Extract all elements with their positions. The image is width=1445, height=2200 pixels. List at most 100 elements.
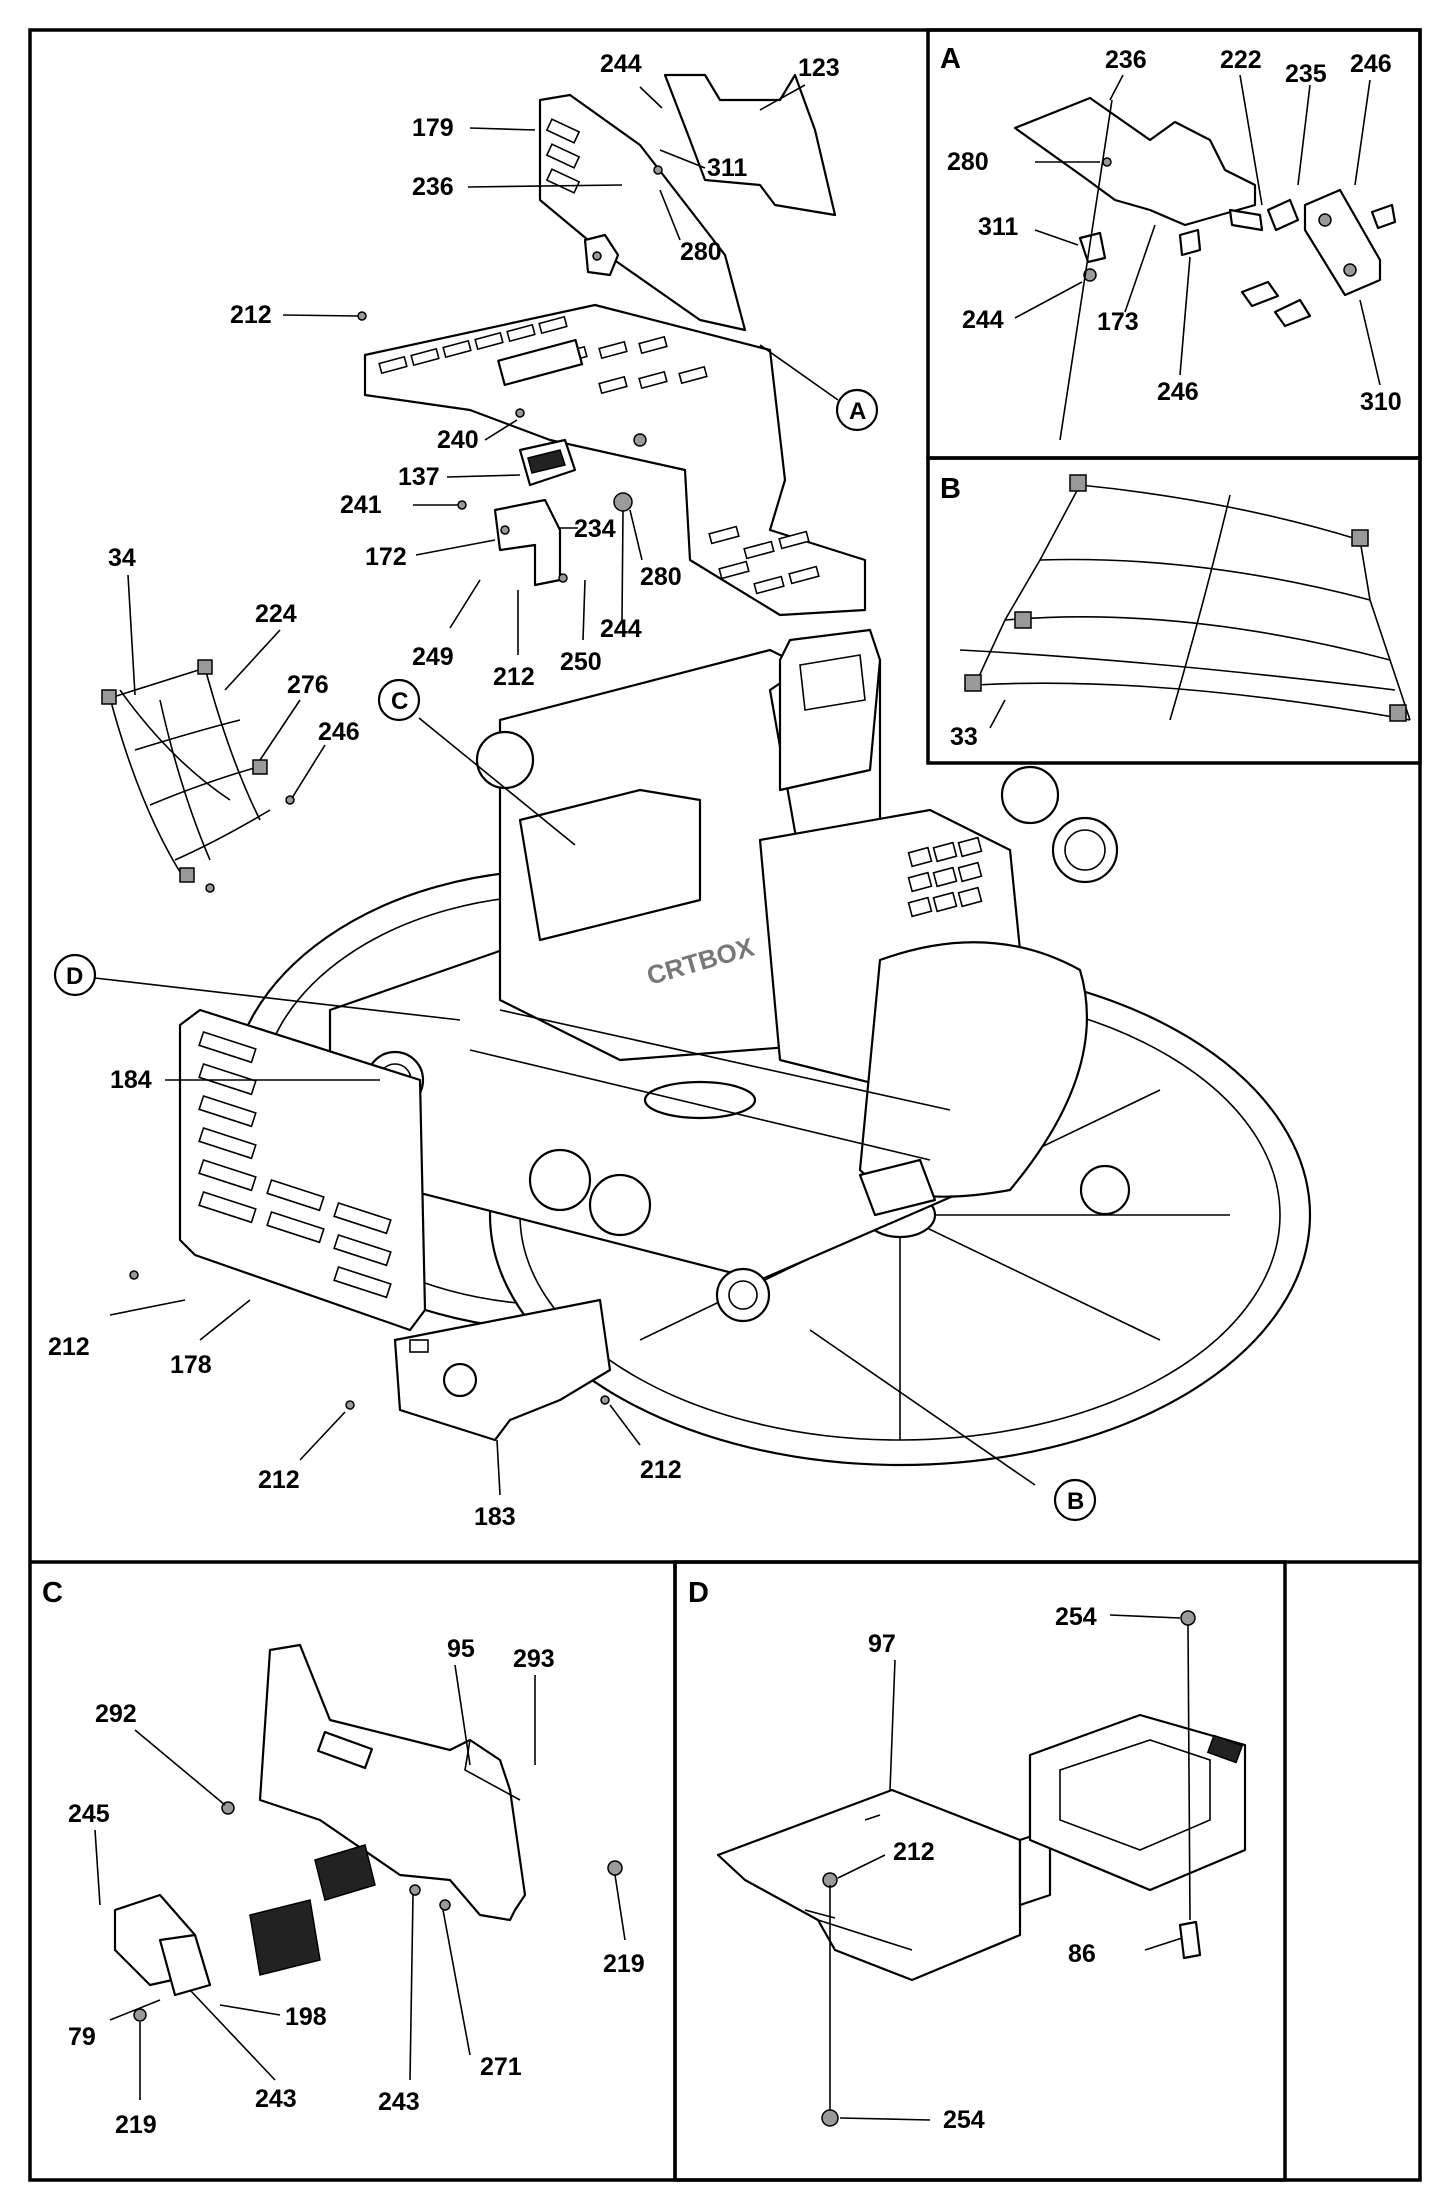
c-label-293: 293 [513,1645,555,1673]
panel-a-labels: 236 222 235 246 280 311 244 173 246 310 [947,46,1402,416]
mount-86 [1178,1920,1202,1960]
label-280-mid: 280 [640,563,682,591]
floor-frame-main [363,303,867,617]
front-grille-panel-178 [178,1008,427,1332]
svg-text:C: C [391,688,408,715]
label-236: 236 [412,173,454,201]
d-label-212: 212 [893,1838,935,1866]
c-label-243-right: 243 [378,2088,420,2116]
panel-d-frame [673,1560,1287,2182]
work-light [1079,1164,1131,1216]
bracket-79 [158,1933,212,1997]
lower-front-panel-183 [393,1298,612,1442]
panel-c-title: C [42,1577,63,1609]
panel-a-drawing [1013,74,1397,441]
callout-d[interactable]: D [53,953,97,997]
svg-text:B: B [1067,1488,1084,1515]
a-label-246-top: 246 [1350,50,1392,78]
label-246: 246 [318,718,360,746]
label-137: 137 [398,463,440,491]
label-244-top: 244 [600,50,642,78]
controller-module [1028,1713,1247,1892]
label-311: 311 [707,154,747,182]
label-240: 240 [437,426,479,454]
d-label-97: 97 [868,1630,896,1658]
a-label-246-bottom: 246 [1157,378,1199,406]
main-leaders [94,84,1036,1496]
c-label-243-left: 243 [255,2085,297,2113]
label-212-mid: 212 [493,663,535,691]
connector-upper [314,1844,376,1901]
label-224: 224 [255,600,297,628]
a-label-244: 244 [962,306,1004,334]
label-123: 123 [798,54,840,82]
panel-b-frame [926,456,1422,765]
c-label-245: 245 [68,1800,110,1828]
label-276: 276 [287,671,329,699]
a-label-280: 280 [947,148,989,176]
grille [907,836,983,918]
pedal-assembly-137 [518,438,577,487]
label-212-bottom-left: 212 [258,1466,300,1494]
d-label-86: 86 [1068,1940,1096,1968]
small-bracket [583,233,620,277]
label-234: 234 [574,515,616,543]
mounting-plate-97 [716,1788,1022,1982]
panel-a-title: A [940,43,961,75]
label-241: 241 [340,491,382,519]
seat [778,628,882,792]
trowel-machine: CRTBOX [228,628,1312,1467]
d-label-254-bottom: 254 [943,2106,985,2134]
panel-c-labels: 95 293 292 245 219 198 79 243 271 243 21… [68,1635,645,2139]
label-179: 179 [412,114,454,142]
panel-d-title: D [688,1577,709,1609]
svg-text:D: D [66,963,83,990]
a-label-236: 236 [1105,46,1147,74]
label-212-left: 212 [48,1333,90,1361]
a-label-222: 222 [1220,46,1262,74]
a-label-311: 311 [978,213,1018,241]
floor-slots [378,315,820,595]
spacer-244 [613,492,633,512]
label-244-mid: 244 [600,615,642,643]
label-184: 184 [110,1066,152,1094]
c-label-219-bottom: 219 [115,2111,157,2139]
connector-lower [249,1899,321,1976]
label-172: 172 [365,543,407,571]
label-280-top: 280 [680,238,722,266]
c-label-271: 271 [480,2053,522,2081]
label-250: 250 [560,648,602,676]
panel-d-labels: 97 254 212 86 254 [868,1603,1097,2134]
label-249: 249 [412,643,454,671]
c-label-79: 79 [68,2023,96,2051]
svg-text:A: A [849,398,866,425]
cover-plate-123 [663,73,837,217]
a-label-310: 310 [1360,388,1402,416]
a-label-235: 235 [1285,60,1327,88]
label-34: 34 [108,544,136,572]
fan-right [715,1267,771,1323]
c-label-198: 198 [285,2003,327,2031]
d-label-254-top: 254 [1055,1603,1097,1631]
c-label-292: 292 [95,1700,137,1728]
panel-c-drawing [94,1643,626,2100]
b-label-33: 33 [950,723,978,751]
c-label-219-right: 219 [603,1950,645,1978]
label-212-top: 212 [230,301,272,329]
fastener-dots [129,165,663,1410]
c-label-95: 95 [447,1635,475,1663]
bracket-172 [493,498,562,587]
ring-guard-34 [101,659,271,883]
panel-d-drawing [716,1610,1247,2127]
panel-b-title: B [940,473,961,505]
panel-b-guard-33 [959,474,1411,729]
label-183: 183 [474,1503,516,1531]
callout-a[interactable]: A [835,388,879,432]
side-panel-179 [538,93,747,332]
label-212-bottom-right: 212 [640,1456,682,1484]
callout-c[interactable]: C [377,678,421,722]
label-178: 178 [170,1351,212,1379]
a-label-173: 173 [1097,308,1139,336]
callout-b[interactable]: B [1053,1478,1097,1522]
